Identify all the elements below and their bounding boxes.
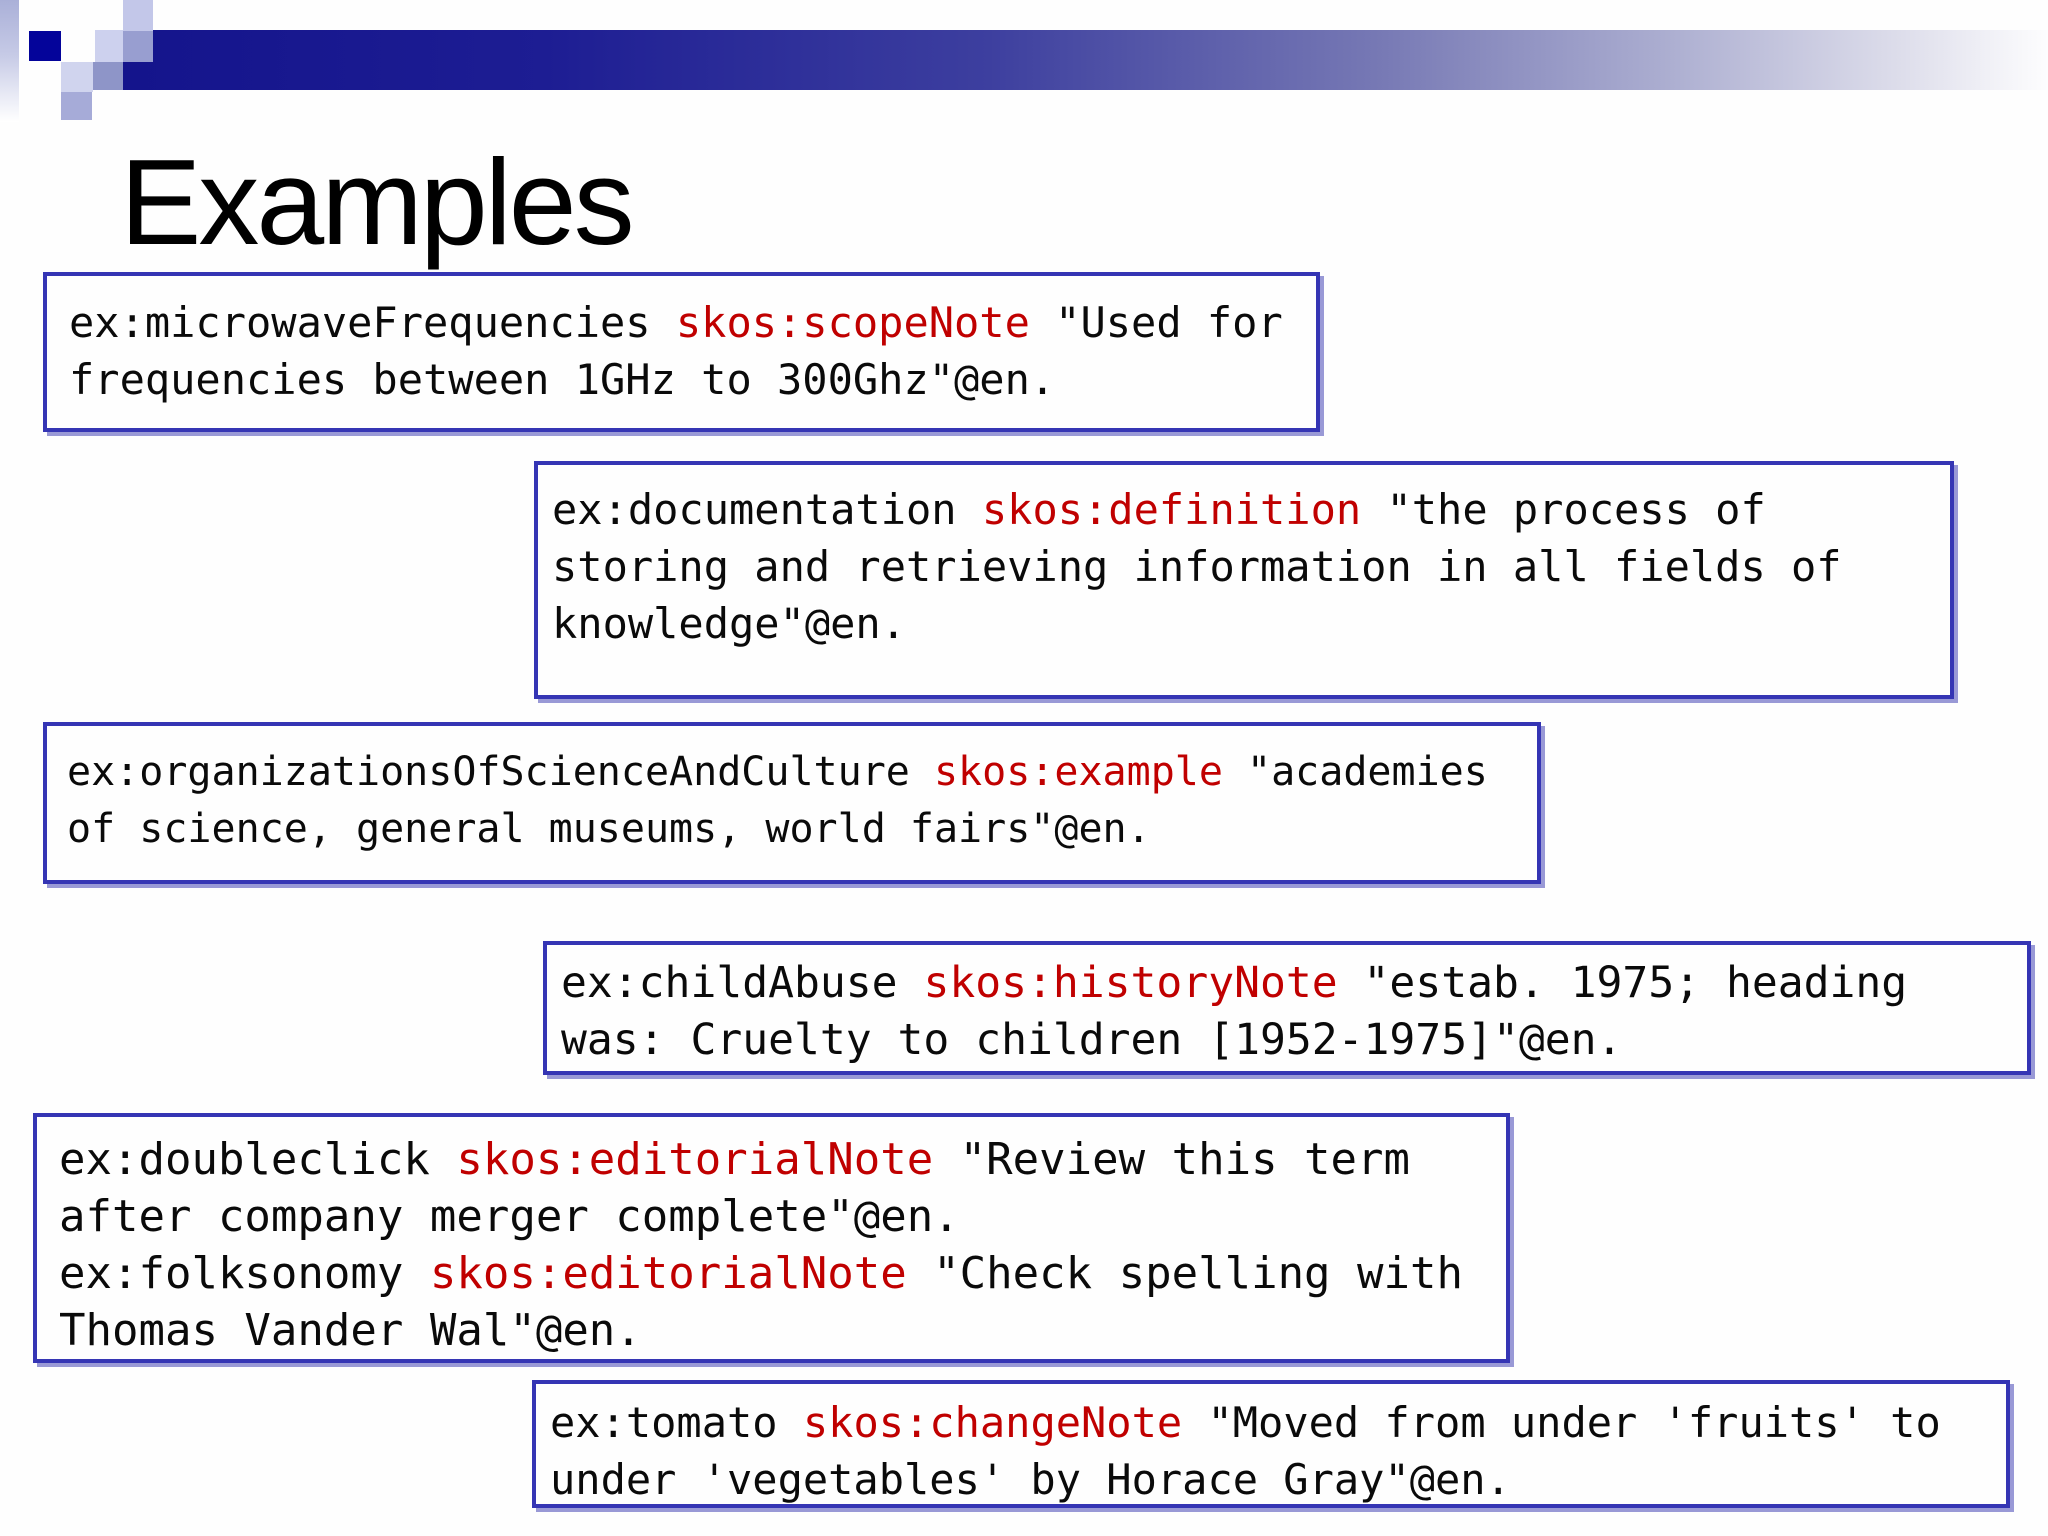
deco-square-light-2 [61, 62, 93, 92]
code-line: ex:tomato skos:changeNote "Moved from un… [550, 1394, 1998, 1451]
deco-square-medium-1 [123, 31, 153, 62]
deco-square-light-1 [95, 30, 123, 62]
skos-property-text: skos:example [933, 749, 1223, 795]
deco-square-medium-3 [61, 92, 92, 120]
code-text: ex:documentation [552, 485, 982, 534]
code-text: under 'vegetables' by Horace Gray"@en. [550, 1455, 1511, 1504]
example-box-definition: ex:documentation skos:definition "the pr… [534, 461, 1954, 699]
code-line: ex:microwaveFrequencies skos:scopeNote "… [69, 294, 1308, 351]
code-text: ex:microwaveFrequencies [69, 298, 676, 347]
code-text: knowledge"@en. [552, 599, 907, 648]
skos-property-text: skos:changeNote [802, 1398, 1183, 1447]
code-text: ex:organizationsOfScienceAndCulture [67, 749, 934, 795]
code-line: frequencies between 1GHz to 300Ghz"@en. [69, 351, 1308, 408]
example-box-scope-note: ex:microwaveFrequencies skos:scopeNote "… [43, 272, 1320, 432]
example-box-example-note: ex:organizationsOfScienceAndCulture skos… [43, 722, 1541, 884]
code-line: storing and retrieving information in al… [552, 538, 1942, 595]
code-text: "estab. 1975; heading [1337, 958, 1908, 1008]
example-box-editorial-note: ex:doubleclick skos:editorialNote "Revie… [33, 1113, 1510, 1363]
example-box-change-note: ex:tomato skos:changeNote "Moved from un… [532, 1380, 2010, 1508]
skos-property-text: skos:scopeNote [675, 298, 1030, 347]
code-line: knowledge"@en. [552, 595, 1942, 652]
example-box-history-note: ex:childAbuse skos:historyNote "estab. 1… [543, 941, 2031, 1075]
left-gradient-strip [0, 0, 19, 122]
code-line: ex:doubleclick skos:editorialNote "Revie… [59, 1131, 1498, 1188]
code-text: "Check spelling with [906, 1248, 1463, 1299]
code-line: of science, general museums, world fairs… [67, 801, 1529, 858]
skos-property-text: skos:historyNote [923, 958, 1338, 1008]
code-text: after company merger complete"@en. [59, 1191, 960, 1242]
deco-square-dark-navy [29, 31, 61, 61]
code-text: was: Cruelty to children [1952-1975]"@en… [561, 1015, 1623, 1065]
code-text: "the process of [1361, 485, 1766, 534]
code-text: of science, general museums, world fairs… [67, 806, 1151, 852]
slide-title: Examples [120, 134, 635, 270]
skos-property-text: skos:editorialNote [456, 1134, 934, 1185]
code-text: "Review this term [933, 1134, 1411, 1185]
code-text: "Moved from under 'fruits' to [1182, 1398, 1941, 1447]
code-line: ex:folksonomy skos:editorialNote "Check … [59, 1245, 1498, 1302]
code-line: was: Cruelty to children [1952-1975]"@en… [561, 1012, 2019, 1069]
code-text: frequencies between 1GHz to 300Ghz"@en. [69, 355, 1056, 404]
skos-property-text: skos:editorialNote [429, 1248, 907, 1299]
code-line: under 'vegetables' by Horace Gray"@en. [550, 1451, 1998, 1504]
deco-square-medium-2 [93, 62, 123, 90]
code-line: ex:organizationsOfScienceAndCulture skos… [67, 744, 1529, 801]
code-text: Thomas Vander Wal"@en. [59, 1305, 642, 1356]
code-line: ex:documentation skos:definition "the pr… [552, 481, 1942, 538]
code-line: Thomas Vander Wal"@en. [59, 1302, 1498, 1359]
code-text: ex:tomato [550, 1398, 803, 1447]
code-text: ex:folksonomy [59, 1248, 430, 1299]
code-text: ex:childAbuse [561, 958, 924, 1008]
code-line: after company merger complete"@en. [59, 1188, 1498, 1245]
skos-property-text: skos:definition [981, 485, 1362, 534]
code-line: ex:childAbuse skos:historyNote "estab. 1… [561, 955, 2019, 1012]
header-gradient-bar [123, 30, 2048, 90]
deco-square-lavender-top [123, 0, 153, 31]
code-text: storing and retrieving information in al… [552, 542, 1842, 591]
code-text: ex:doubleclick [59, 1134, 457, 1185]
code-text: "Used for [1029, 298, 1283, 347]
code-text: "academies [1222, 749, 1488, 795]
